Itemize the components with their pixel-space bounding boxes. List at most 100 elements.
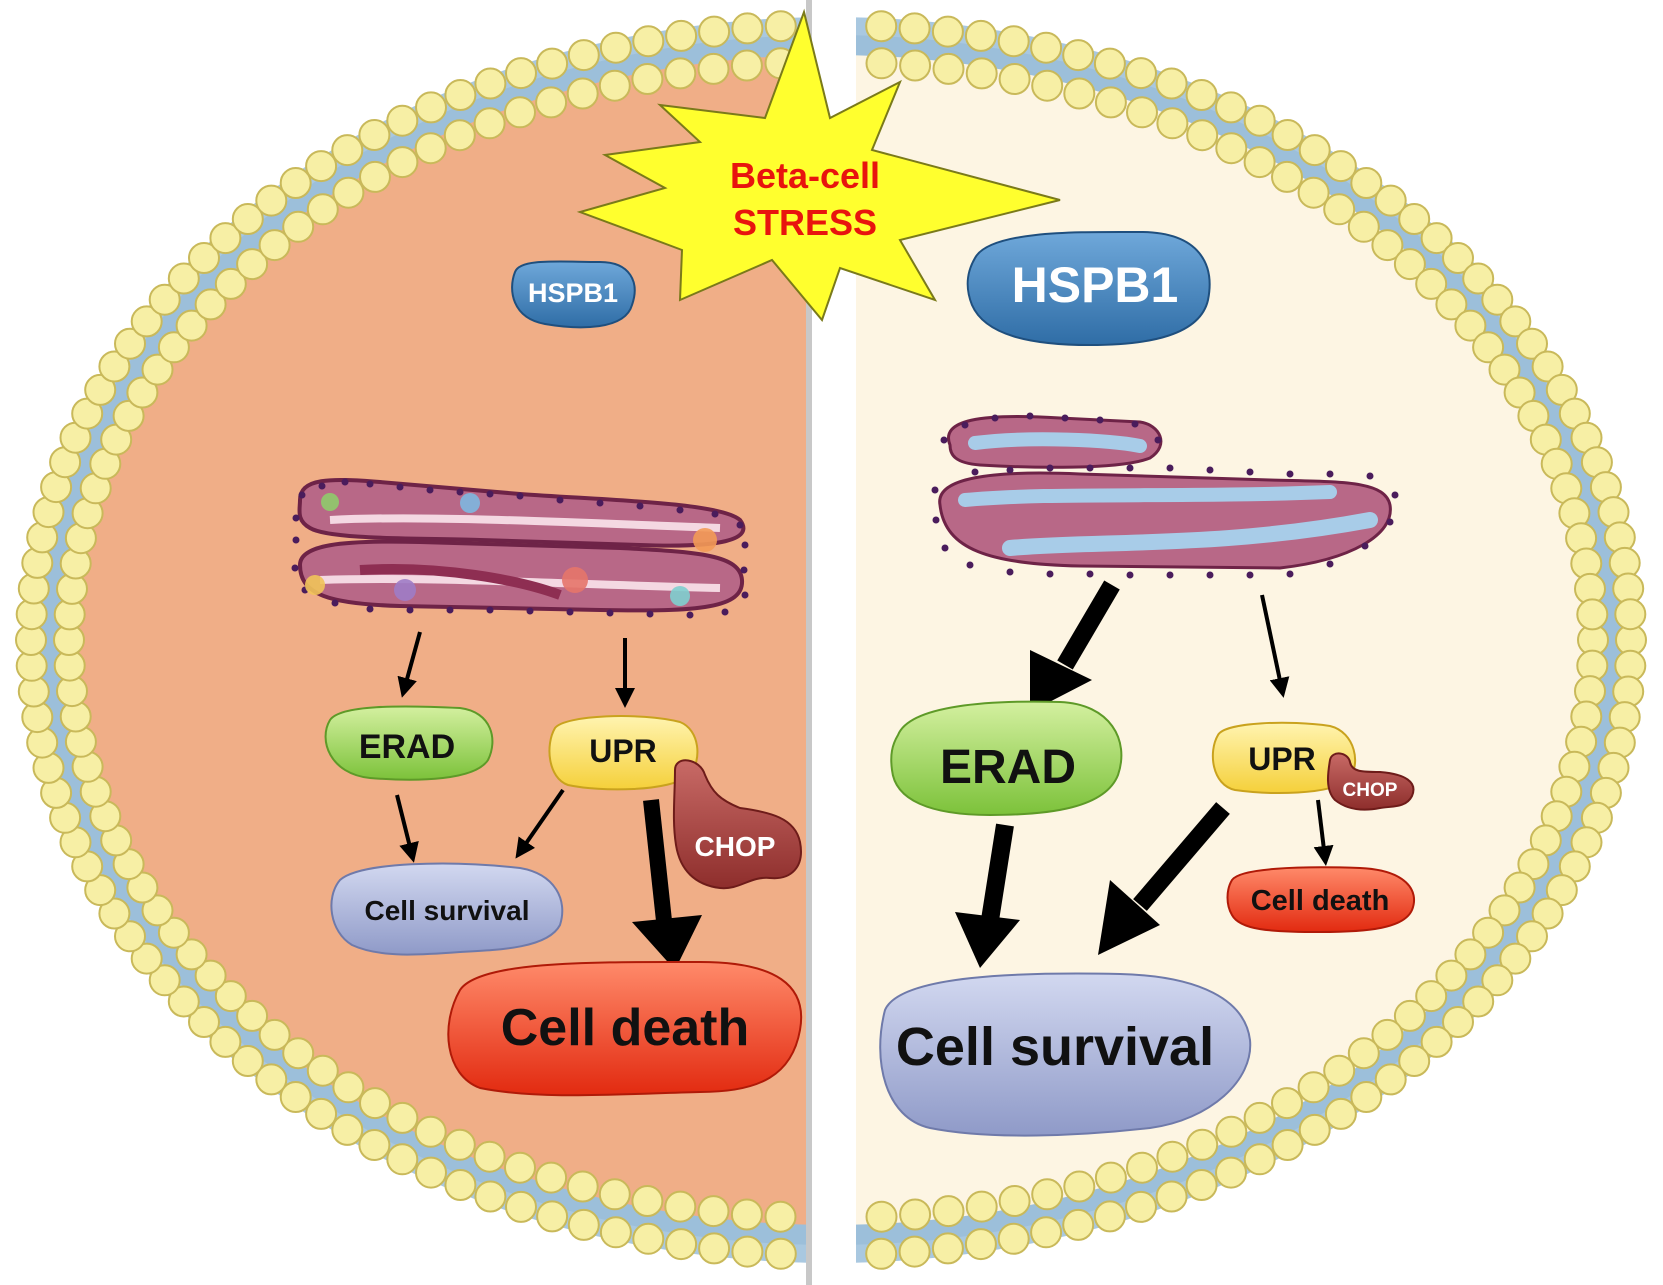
membrane-head	[358, 1129, 391, 1161]
membrane-head	[1271, 1129, 1304, 1161]
membrane-head	[188, 1006, 220, 1038]
membrane-head	[305, 1097, 338, 1130]
er-stressed	[291, 477, 749, 619]
membrane-head	[898, 1235, 931, 1268]
membrane-head	[167, 985, 200, 1018]
membrane-head	[386, 1143, 419, 1176]
membrane-head	[964, 1228, 997, 1261]
membrane-head	[631, 63, 664, 95]
left-upr-label: UPR	[589, 733, 657, 769]
membrane-head	[1481, 964, 1514, 997]
membrane-head	[1186, 1128, 1219, 1161]
membrane-head	[157, 916, 190, 949]
membrane-head	[141, 894, 174, 927]
membrane-head	[997, 1222, 1030, 1255]
membrane-head	[1415, 980, 1448, 1013]
membrane-head	[764, 10, 797, 43]
membrane-head	[1516, 327, 1548, 360]
membrane-head	[1393, 248, 1426, 281]
right-erad-label: ERAD	[940, 741, 1076, 794]
membrane-head	[209, 1025, 242, 1058]
membrane-head	[282, 1037, 315, 1070]
membrane-head	[282, 210, 315, 243]
membrane-head	[1155, 67, 1188, 100]
membrane-head	[358, 119, 391, 151]
membrane-head	[1324, 1097, 1357, 1130]
membrane-head	[1126, 96, 1158, 129]
membrane-head	[331, 134, 364, 167]
membrane-head	[231, 203, 264, 235]
membrane-head	[306, 1054, 339, 1087]
membrane-head	[1063, 1170, 1096, 1203]
membrane-head	[1093, 47, 1126, 80]
membrane-head	[664, 57, 697, 90]
membrane-head	[964, 19, 997, 52]
membrane-head	[567, 1208, 600, 1241]
membrane-head	[1298, 134, 1331, 167]
membrane-head	[1155, 1180, 1188, 1213]
membrane-head	[305, 150, 338, 183]
membrane-head	[209, 222, 242, 255]
membrane-head	[1297, 176, 1330, 209]
membrane-head	[1063, 77, 1096, 110]
membrane-head	[130, 942, 163, 975]
stress-label-line2: STRESS	[733, 202, 877, 243]
membrane-head	[1531, 897, 1564, 930]
membrane-head	[1185, 79, 1218, 111]
membrane-head	[898, 12, 931, 45]
membrane-head	[1488, 894, 1521, 927]
membrane-head	[474, 1180, 507, 1213]
membrane-head	[1442, 242, 1474, 274]
membrane-head	[1297, 1071, 1330, 1104]
membrane-head	[1371, 229, 1404, 262]
membrane-head	[931, 15, 964, 48]
membrane-head	[1215, 1156, 1247, 1189]
right-chop-node: CHOP	[1327, 752, 1415, 811]
membrane-head	[148, 964, 181, 997]
membrane-heads	[15, 10, 1647, 1270]
membrane-head	[631, 1185, 664, 1217]
right-hspb1-node: HSPB1	[966, 230, 1211, 347]
left-hspb1-node: HSPB1	[511, 260, 636, 329]
membrane-head	[730, 49, 763, 82]
membrane-head	[114, 920, 146, 953]
membrane-head	[1243, 1101, 1276, 1134]
membrane-head	[1442, 1006, 1474, 1038]
membrane-head	[1093, 1200, 1126, 1233]
membrane-head	[443, 119, 476, 152]
membrane-head	[598, 1178, 631, 1211]
membrane-head	[1125, 57, 1157, 90]
membrane-head	[258, 229, 291, 262]
membrane-head	[1371, 1018, 1404, 1051]
membrane-head	[126, 376, 159, 409]
membrane-head	[359, 1087, 391, 1120]
membrane-head	[306, 193, 339, 226]
membrane-head	[1420, 222, 1453, 255]
membrane-head	[1462, 262, 1495, 295]
membrane-head	[157, 331, 190, 364]
membrane-head	[474, 67, 507, 100]
membrane-head	[1499, 305, 1532, 338]
membrane-head	[1347, 210, 1380, 243]
membrane-head	[1030, 31, 1063, 64]
left-death-node: Cell death	[447, 960, 803, 1097]
right-survival-label: Cell survival	[896, 1017, 1214, 1077]
left-chop-node: CHOP	[672, 759, 802, 890]
membrane-head	[414, 132, 447, 165]
membrane-head	[1126, 1151, 1158, 1184]
membrane-head	[255, 184, 288, 217]
membrane-head	[443, 1128, 476, 1161]
membrane-head	[566, 1170, 599, 1203]
membrane-head	[865, 47, 898, 80]
membrane-head	[386, 146, 419, 179]
membrane-head	[236, 248, 269, 281]
membrane-head	[899, 1198, 932, 1231]
membrane-head	[231, 1045, 264, 1077]
membrane-head	[1420, 1025, 1453, 1058]
membrane-head	[279, 1081, 312, 1113]
membrane-head	[1243, 104, 1276, 137]
membrane-head	[1481, 283, 1514, 316]
left-erad-node: ERAD	[324, 705, 494, 781]
membrane-head	[1415, 267, 1448, 300]
membrane-head	[1323, 193, 1356, 226]
